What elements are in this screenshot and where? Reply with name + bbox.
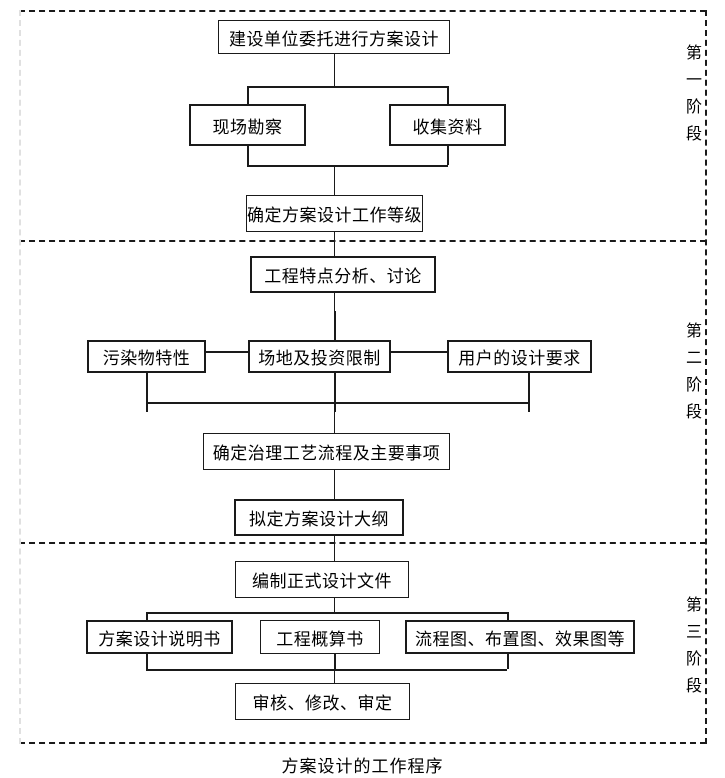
phase-2-char-3: 段 [685,404,702,421]
frame-left-border [19,10,21,744]
node-draft-design-outline[interactable]: 拟定方案设计大纲 [234,499,404,536]
frame-right-border [705,10,707,744]
phase-divider-2 [19,542,706,544]
phase-divider-1 [19,240,706,242]
phase-label-3: 第 三 阶 段 [681,592,707,700]
node-site-survey[interactable]: 现场勘察 [189,104,306,146]
connector-n12-down [146,653,148,669]
connector-n4-to-n5 [334,231,335,257]
node-user-design-requirements-label: 用户的设计要求 [458,349,581,368]
connector-to-n14 [507,612,509,625]
node-review-revise-approve-label: 审核、修改、审定 [252,694,393,713]
node-compile-official-docs[interactable]: 编制正式设计文件 [235,561,409,598]
connector-n14-down [507,653,509,669]
connector-merge-bar-1 [247,165,448,167]
connector-n8-down [528,372,530,412]
node-site-investment-limits-label: 场地及投资限制 [258,349,381,368]
phase-1-char-3: 段 [685,126,702,143]
phase-2-char-2: 阶 [685,377,702,394]
node-draft-design-outline-label: 拟定方案设计大纲 [249,510,389,529]
connector-n10-to-n11 [334,535,335,561]
diagram-caption: 方案设计的工作程序 [281,757,444,776]
node-determine-process-flow[interactable]: 确定治理工艺流程及主要事项 [203,433,450,470]
connector-merge-bar-3 [146,669,507,671]
phase-1-char-2: 阶 [685,99,702,116]
node-entrust-design[interactable]: 建设单位委托进行方案设计 [218,20,450,54]
connector-merge-to-n15 [334,669,335,683]
node-collect-data[interactable]: 收集资料 [389,104,506,146]
connector-n13-down [334,653,336,669]
node-determine-design-level-label: 确定方案设计工作等级 [247,206,422,225]
node-determine-design-level[interactable]: 确定方案设计工作等级 [246,195,423,232]
connector-to-n7 [334,311,336,351]
node-site-investment-limits[interactable]: 场地及投资限制 [248,340,391,373]
node-compile-official-docs-label: 编制正式设计文件 [252,572,392,591]
phase-3-char-3: 段 [685,678,702,695]
node-collect-data-label: 收集资料 [412,117,483,137]
connector-to-n2 [247,86,249,104]
connector-merge-to-n4 [334,165,335,195]
phase-3-char-2: 阶 [685,651,702,668]
node-drawings-set-label: 流程图、布置图、效果图等 [415,629,625,649]
node-budget-estimate-label: 工程概算书 [276,629,364,649]
node-user-design-requirements[interactable]: 用户的设计要求 [447,340,592,373]
connector-n6-down [146,372,148,412]
node-design-specification-label: 方案设计说明书 [98,629,221,649]
connector-n11-down [334,597,335,612]
connector-n7-down [334,372,336,412]
phase-label-1: 第 一 阶 段 [681,40,707,148]
connector-split-bar-3 [146,612,507,614]
node-determine-process-flow-label: 确定治理工艺流程及主要事项 [212,444,441,463]
frame-top-border [19,10,706,12]
phase-2-char-1: 二 [685,350,702,367]
node-review-revise-approve[interactable]: 审核、修改、审定 [235,683,410,720]
node-feature-analysis[interactable]: 工程特点分析、讨论 [250,256,436,293]
phase-1-char-1: 一 [685,72,702,89]
connector-n2-down [247,145,249,165]
phase-1-char-0: 第 [685,45,702,62]
connector-to-n3 [447,86,449,104]
node-pollutant-characteristics[interactable]: 污染物特性 [87,340,206,373]
node-entrust-design-label: 建设单位委托进行方案设计 [229,29,439,49]
phase-3-char-1: 三 [685,624,702,641]
connector-n5-down [334,292,335,311]
connector-to-n12 [146,612,148,625]
node-site-survey-label: 现场勘察 [212,117,283,137]
connector-merge-bar-2 [146,402,530,404]
connector-n3-down [447,145,449,165]
node-pollutant-characteristics-label: 污染物特性 [102,349,191,368]
connector-n9-to-n10 [334,469,335,499]
phase-2-char-0: 第 [685,323,702,340]
node-feature-analysis-label: 工程特点分析、讨论 [264,267,422,286]
phase-label-2: 第 二 阶 段 [681,318,707,426]
node-budget-estimate[interactable]: 工程概算书 [260,620,380,654]
connector-merge-to-n9 [334,402,335,433]
phase-3-char-0: 第 [685,597,702,614]
node-drawings-set[interactable]: 流程图、布置图、效果图等 [405,620,635,654]
node-design-specification[interactable]: 方案设计说明书 [86,620,233,654]
connector-n1-down [334,53,335,86]
frame-bottom-border [19,742,706,744]
connector-split-bar-1 [247,86,448,88]
